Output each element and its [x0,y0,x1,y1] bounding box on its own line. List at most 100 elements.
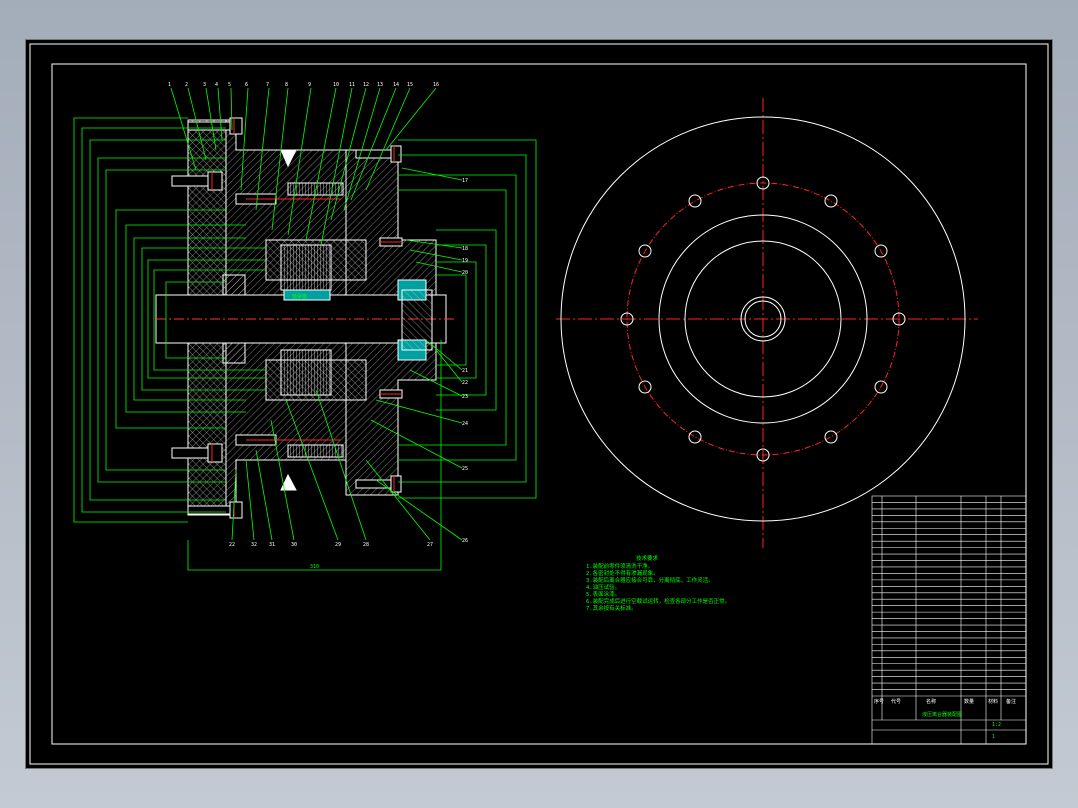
balloon-top-11: 11 [349,82,355,88]
bolt-hole [824,430,838,444]
bolt-right-upper [355,145,402,163]
balloon-right-24: 24 [462,421,468,427]
overall-width-dimension: 310 [310,564,319,570]
bolt-hole [756,448,770,462]
friction-pack-lower [280,349,332,396]
spring-upper [287,182,344,196]
title-block-frame [871,495,1027,745]
balloon-right-19: 19 [462,258,468,264]
title-block [871,495,1027,745]
drawing-scale: 1:2 [992,722,1001,728]
balloon-top-15: 15 [407,82,413,88]
bolt-small-lower [379,389,403,399]
bolt-hole [620,312,634,326]
assembly-drawing: 1 2 3 4 5 6 7 8 9 10 11 12 13 14 15 16 1… [29,43,1049,765]
balloon-top-13: 13 [377,82,383,88]
drawing-name: 液压离合器装配图 [922,711,962,718]
bolt-inner-lower [235,434,341,446]
header-code: 代号 [891,698,901,705]
balloon-top-1: 1 [168,82,171,88]
balloon-top-5: 5 [228,82,231,88]
bolt-hole [824,194,838,208]
friction-pack-upper [280,244,332,291]
balloon-labels: 1 2 3 4 5 6 7 8 9 10 11 12 13 14 15 16 1… [168,82,468,548]
header-remark: 备注 [1006,698,1016,705]
balloon-bottom-22: 22 [229,542,235,548]
balloon-top-6: 6 [245,82,248,88]
sheet-inner-border [51,63,1027,745]
bolt-hole [638,244,652,258]
bearing-left-upper [222,274,246,296]
center-sleeve [283,289,331,301]
notes-line-5: 5.表面涂漆。 [586,590,620,598]
section-view [155,117,456,519]
spring-lower [287,444,344,458]
oil-port-top [280,149,297,168]
bore-inner [744,300,782,338]
parts-list-rows [872,502,1026,697]
balloon-top-2: 2 [185,82,188,88]
bolt-left-upper [171,171,223,191]
pinion-right [401,289,433,351]
bolt-hole [638,380,652,394]
notes-line-1: 1.装配前零件须清洗干净。 [586,562,653,570]
bolt-hole [688,194,702,208]
balloon-top-12: 12 [363,82,369,88]
housing-circle [658,214,868,424]
header-material: 材料 [988,698,998,705]
header-index: 序号 [874,698,884,705]
balloon-top-8: 8 [285,82,288,88]
balloon-top-10: 10 [333,82,339,88]
end-view [556,98,978,548]
sheet-outer-border [29,43,1049,765]
notes-line-6: 6.装配完成后进行空载试运转，检查各部分工作是否正常。 [586,597,730,605]
drawing-sheet: 1 [992,734,995,740]
bolt-left-lower [171,443,223,463]
balloon-bottom-31: 31 [269,542,275,548]
balloon-right-26: 26 [462,538,468,544]
notes-heading: 技术要求 [636,554,659,562]
bolt-hole [756,176,770,190]
balloon-right-22: 22 [462,380,468,386]
header-qty: 数量 [964,698,974,705]
bearing-left-lower [222,342,246,364]
bore-outer [740,296,786,342]
balloon-top-3: 3 [203,82,206,88]
bolt-holes [620,176,906,462]
balloon-right-20: 20 [462,270,468,276]
balloon-top-7: 7 [266,82,269,88]
balloon-right-17: 17 [462,178,468,184]
balloon-top-4: 4 [215,82,218,88]
notes-line-3: 3.装配后离合器应接合可靠，分离彻底，工作灵活。 [586,576,714,584]
balloon-top-14: 14 [393,82,399,88]
balloon-right-23: 23 [462,394,468,400]
balloon-right-21: 21 [462,368,468,374]
bolt-hole [874,244,888,258]
dimension-lines [73,87,537,571]
balloon-top-9: 9 [308,82,311,88]
outer-flange-circle [560,116,966,522]
bolt-small-upper [379,237,403,247]
balloon-bottom-32: 32 [251,542,257,548]
bolt-bottom [187,501,243,519]
notes-line-4: 4.油压试验。 [586,583,620,591]
bolt-circle [626,182,900,456]
balloon-bottom-29: 29 [335,542,341,548]
balloon-top-16: 16 [433,82,439,88]
bolt-hole [892,312,906,326]
title-block-text: 序号 代号 名称 数量 材料 备注 液压离合器装配图 1:2 1 [874,698,1016,740]
technical-notes: 技术要求 1.装配前零件须清洗干净。 2.各密封处不得有渗漏现象。 3.装配后离… [586,554,730,612]
balloon-bottom-27: 27 [427,542,433,548]
bolt-hole [688,430,702,444]
balloon-right-18: 18 [462,246,468,252]
hub-circle [684,240,842,398]
center-sleeve-label: 轴承座 [292,293,307,300]
balloon-right-25: 25 [462,466,468,472]
balloon-bottom-30: 30 [291,542,297,548]
balloon-bottom-28: 28 [363,542,369,548]
cad-drawing-canvas[interactable]: 1 2 3 4 5 6 7 8 9 10 11 12 13 14 15 16 1… [26,40,1052,768]
notes-line-2: 2.各密封处不得有渗漏现象。 [586,569,659,577]
header-name: 名称 [926,698,936,705]
notes-line-7: 7.其余按有关标准。 [586,604,637,612]
oil-port-bottom [280,473,297,491]
